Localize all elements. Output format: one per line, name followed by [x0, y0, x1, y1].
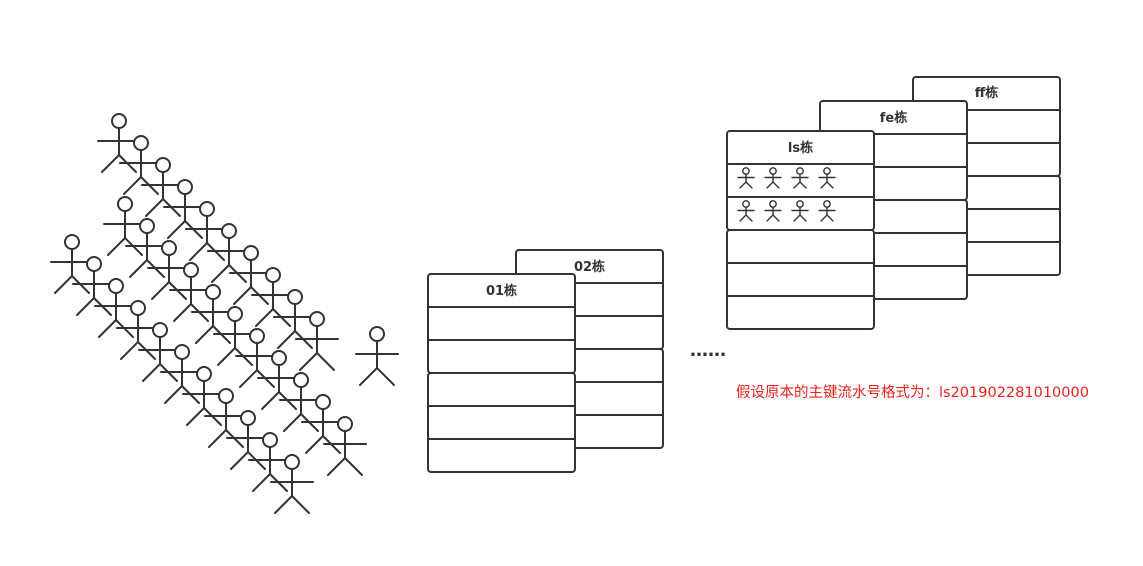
crowd-of-people [50, 113, 367, 514]
building-02-title: 02栋 [574, 259, 605, 275]
single-person-icon [355, 326, 399, 386]
ellipsis: …… [690, 340, 726, 361]
person-icon [270, 454, 314, 514]
building-ls: ls栋 [726, 130, 875, 330]
building-ls-title: ls栋 [788, 140, 813, 156]
primary-key-note: 假设原本的主键流水号格式为：ls201902281010000 [736, 385, 1089, 401]
building-01-title: 01栋 [486, 283, 517, 299]
building-fe-title: fe栋 [880, 110, 907, 126]
building-01: 01栋 [427, 273, 576, 473]
building-ff-title: ff栋 [975, 85, 999, 101]
person-icon [323, 416, 367, 476]
person-icon [295, 311, 339, 371]
